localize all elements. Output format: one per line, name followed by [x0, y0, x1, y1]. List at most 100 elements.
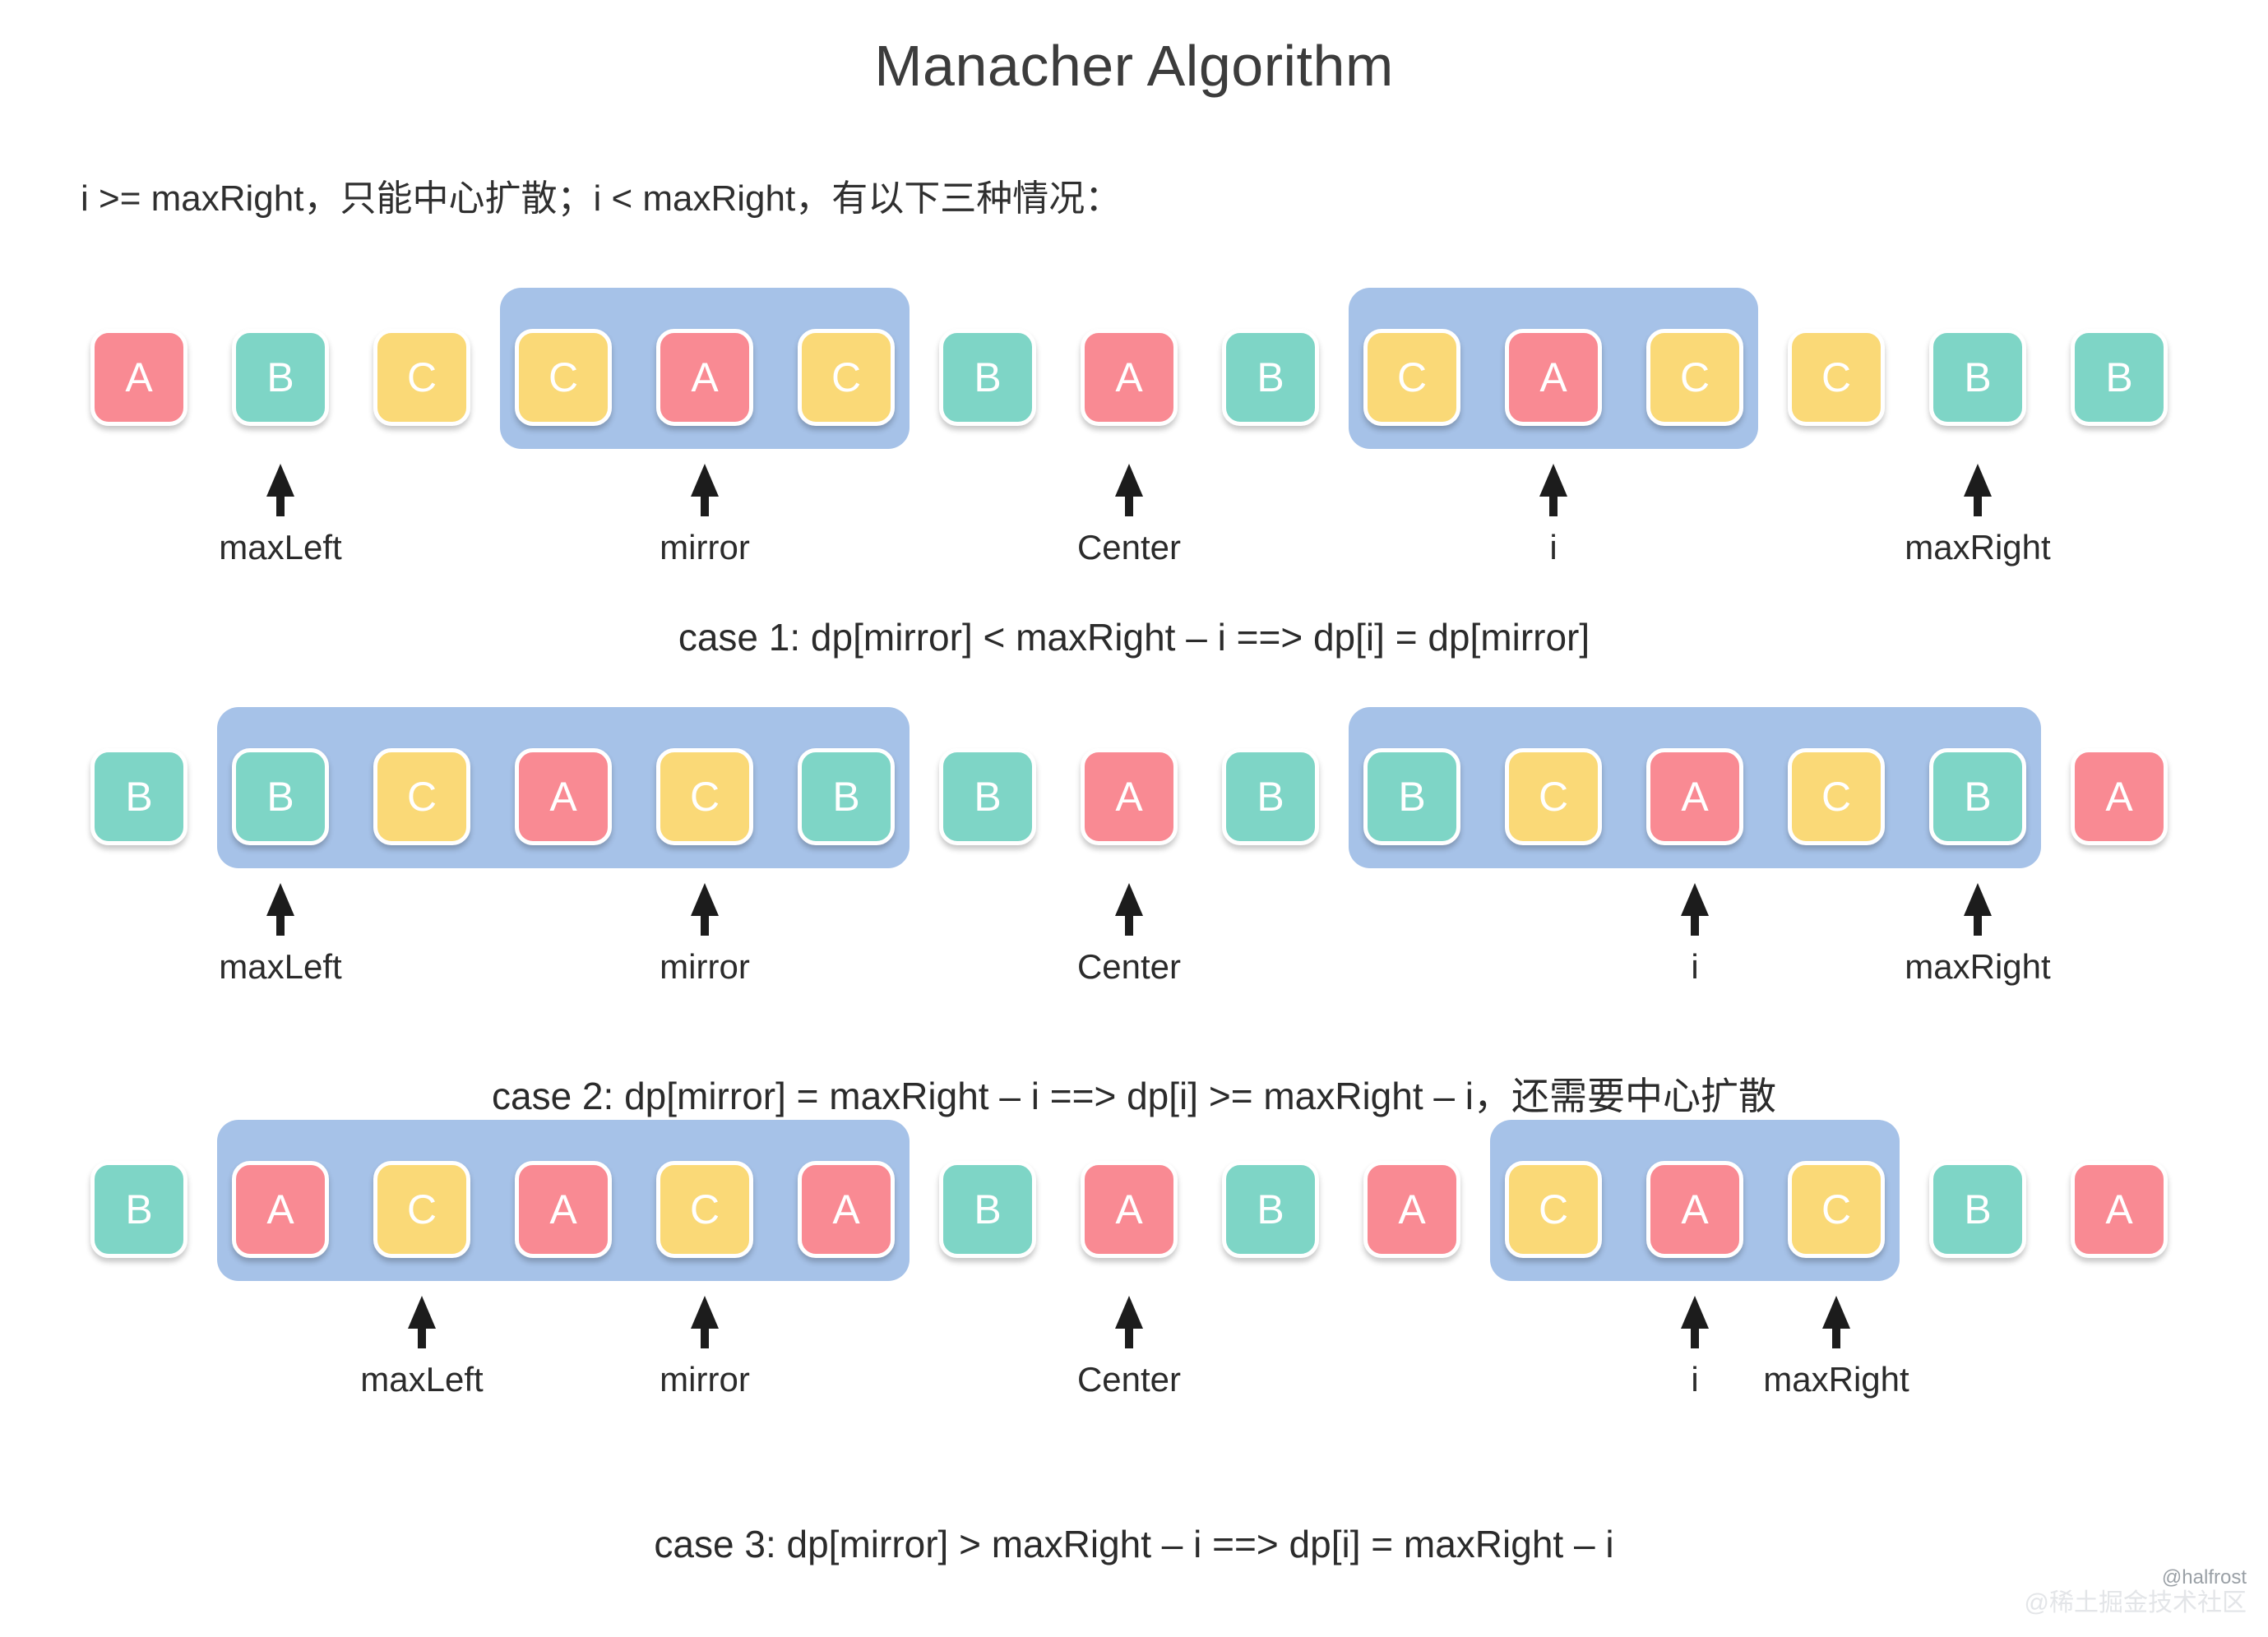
arrow-up-icon: [408, 1296, 436, 1329]
letter-cell[interactable]: B: [1222, 748, 1319, 845]
pointer-maxright: maxRight: [1763, 1296, 1909, 1411]
arrow-up-icon: [266, 464, 294, 497]
letter-cell[interactable]: B: [798, 748, 895, 845]
letter-cell[interactable]: A: [1363, 1161, 1460, 1258]
arrow-up-icon: [1822, 1296, 1850, 1329]
letter-cell[interactable]: C: [656, 1161, 753, 1258]
letter-cell[interactable]: A: [1081, 748, 1178, 845]
letter-cell[interactable]: B: [232, 748, 329, 845]
letter-cell[interactable]: A: [2071, 1161, 2168, 1258]
letter-cell[interactable]: A: [2071, 748, 2168, 845]
letter-cell[interactable]: B: [1363, 748, 1460, 845]
letter-cell[interactable]: A: [232, 1161, 329, 1258]
pointer-mirror: mirror: [656, 464, 753, 579]
letter-cell[interactable]: A: [1505, 329, 1602, 426]
pointer-label: i: [1691, 947, 1699, 986]
arrow-up-icon: [691, 883, 719, 916]
arrow-up-icon: [1539, 464, 1567, 497]
letter-cell[interactable]: C: [1788, 1161, 1885, 1258]
arrow-up-icon: [1964, 464, 1992, 497]
pointer-i: i: [1646, 883, 1743, 998]
letter-cell[interactable]: A: [1646, 1161, 1743, 1258]
letter-cell[interactable]: B: [90, 1161, 187, 1258]
letter-cell[interactable]: C: [1363, 329, 1460, 426]
watermark: @halfrost @稀土掘金技术社区: [2025, 1566, 2247, 1617]
letter-cell[interactable]: B: [1222, 329, 1319, 426]
letter-cell[interactable]: A: [798, 1161, 895, 1258]
pointer-maxleft: maxLeft: [360, 1296, 484, 1411]
letter-cell[interactable]: B: [232, 329, 329, 426]
pointer-label: mirror: [660, 528, 750, 566]
arrow-stem: [1549, 493, 1558, 516]
letter-cell[interactable]: C: [656, 748, 753, 845]
pointer-label: maxRight: [1763, 1360, 1909, 1399]
letter-cell[interactable]: B: [1929, 748, 2026, 845]
pointer-label: mirror: [660, 1360, 750, 1399]
letter-cell[interactable]: A: [90, 329, 187, 426]
arrow-up-icon: [1115, 464, 1143, 497]
letter-cell[interactable]: A: [1081, 329, 1178, 426]
arrow-up-icon: [691, 1296, 719, 1329]
letter-cell[interactable]: C: [373, 1161, 470, 1258]
arrow-stem: [276, 913, 285, 936]
letter-cell[interactable]: B: [1222, 1161, 1319, 1258]
pointer-center: Center: [1077, 464, 1181, 579]
pointer-label: i: [1549, 528, 1558, 566]
letter-cell[interactable]: B: [90, 748, 187, 845]
case-caption-case-2: case 2: dp[mirror] = maxRight – i ==> dp…: [491, 1075, 1776, 1117]
watermark-handle: @halfrost: [2161, 1566, 2247, 1588]
letter-cell[interactable]: C: [1646, 329, 1743, 426]
arrow-stem: [701, 913, 709, 936]
pointer-label: Center: [1076, 528, 1182, 566]
pointer-label: Center: [1076, 947, 1182, 986]
letter-cell[interactable]: C: [1788, 329, 1885, 426]
letter-cell[interactable]: B: [1929, 1161, 2026, 1258]
pointer-mirror: mirror: [656, 1296, 753, 1411]
pointer-label: maxLeft: [219, 947, 342, 986]
case-caption-case-1: case 1: dp[mirror] < maxRight – i ==> dp…: [678, 616, 1590, 659]
arrow-stem: [1125, 1325, 1133, 1348]
letter-cell[interactable]: C: [798, 329, 895, 426]
letter-cell[interactable]: B: [1929, 329, 2026, 426]
letter-cell[interactable]: A: [656, 329, 753, 426]
arrow-stem: [418, 1325, 426, 1348]
watermark-site: @稀土掘金技术社区: [2024, 1588, 2247, 1616]
letter-cell[interactable]: C: [1505, 1161, 1602, 1258]
letter-cell[interactable]: A: [1081, 1161, 1178, 1258]
pointer-maxright: maxRight: [1905, 883, 2051, 998]
letter-cell[interactable]: C: [515, 329, 612, 426]
pointer-i: i: [1505, 464, 1602, 579]
letter-cell[interactable]: C: [1505, 748, 1602, 845]
pointer-maxleft: maxLeft: [219, 883, 342, 998]
letter-cell[interactable]: A: [1646, 748, 1743, 845]
letter-cell[interactable]: C: [373, 748, 470, 845]
arrow-stem: [1125, 913, 1133, 936]
letter-cell[interactable]: A: [515, 1161, 612, 1258]
arrow-up-icon: [1964, 883, 1992, 916]
arrow-stem: [1974, 493, 1982, 516]
arrow-up-icon: [1115, 883, 1143, 916]
letter-cell[interactable]: C: [373, 329, 470, 426]
arrow-up-icon: [1115, 1296, 1143, 1329]
arrow-up-icon: [1681, 1296, 1709, 1329]
pointer-label: maxLeft: [360, 1360, 484, 1399]
pointer-center: Center: [1077, 1296, 1181, 1411]
pointer-label: Center: [1076, 1360, 1182, 1399]
letter-cell[interactable]: B: [939, 748, 1036, 845]
letter-cell[interactable]: B: [2071, 329, 2168, 426]
letter-cell[interactable]: A: [515, 748, 612, 845]
arrow-stem: [1974, 913, 1982, 936]
letter-cell[interactable]: B: [939, 329, 1036, 426]
letter-cell[interactable]: C: [1788, 748, 1885, 845]
letter-cell[interactable]: B: [939, 1161, 1036, 1258]
pointer-label: mirror: [660, 947, 750, 986]
pointer-label: maxRight: [1905, 947, 2051, 986]
page-title: Manacher Algorithm: [874, 34, 1394, 98]
